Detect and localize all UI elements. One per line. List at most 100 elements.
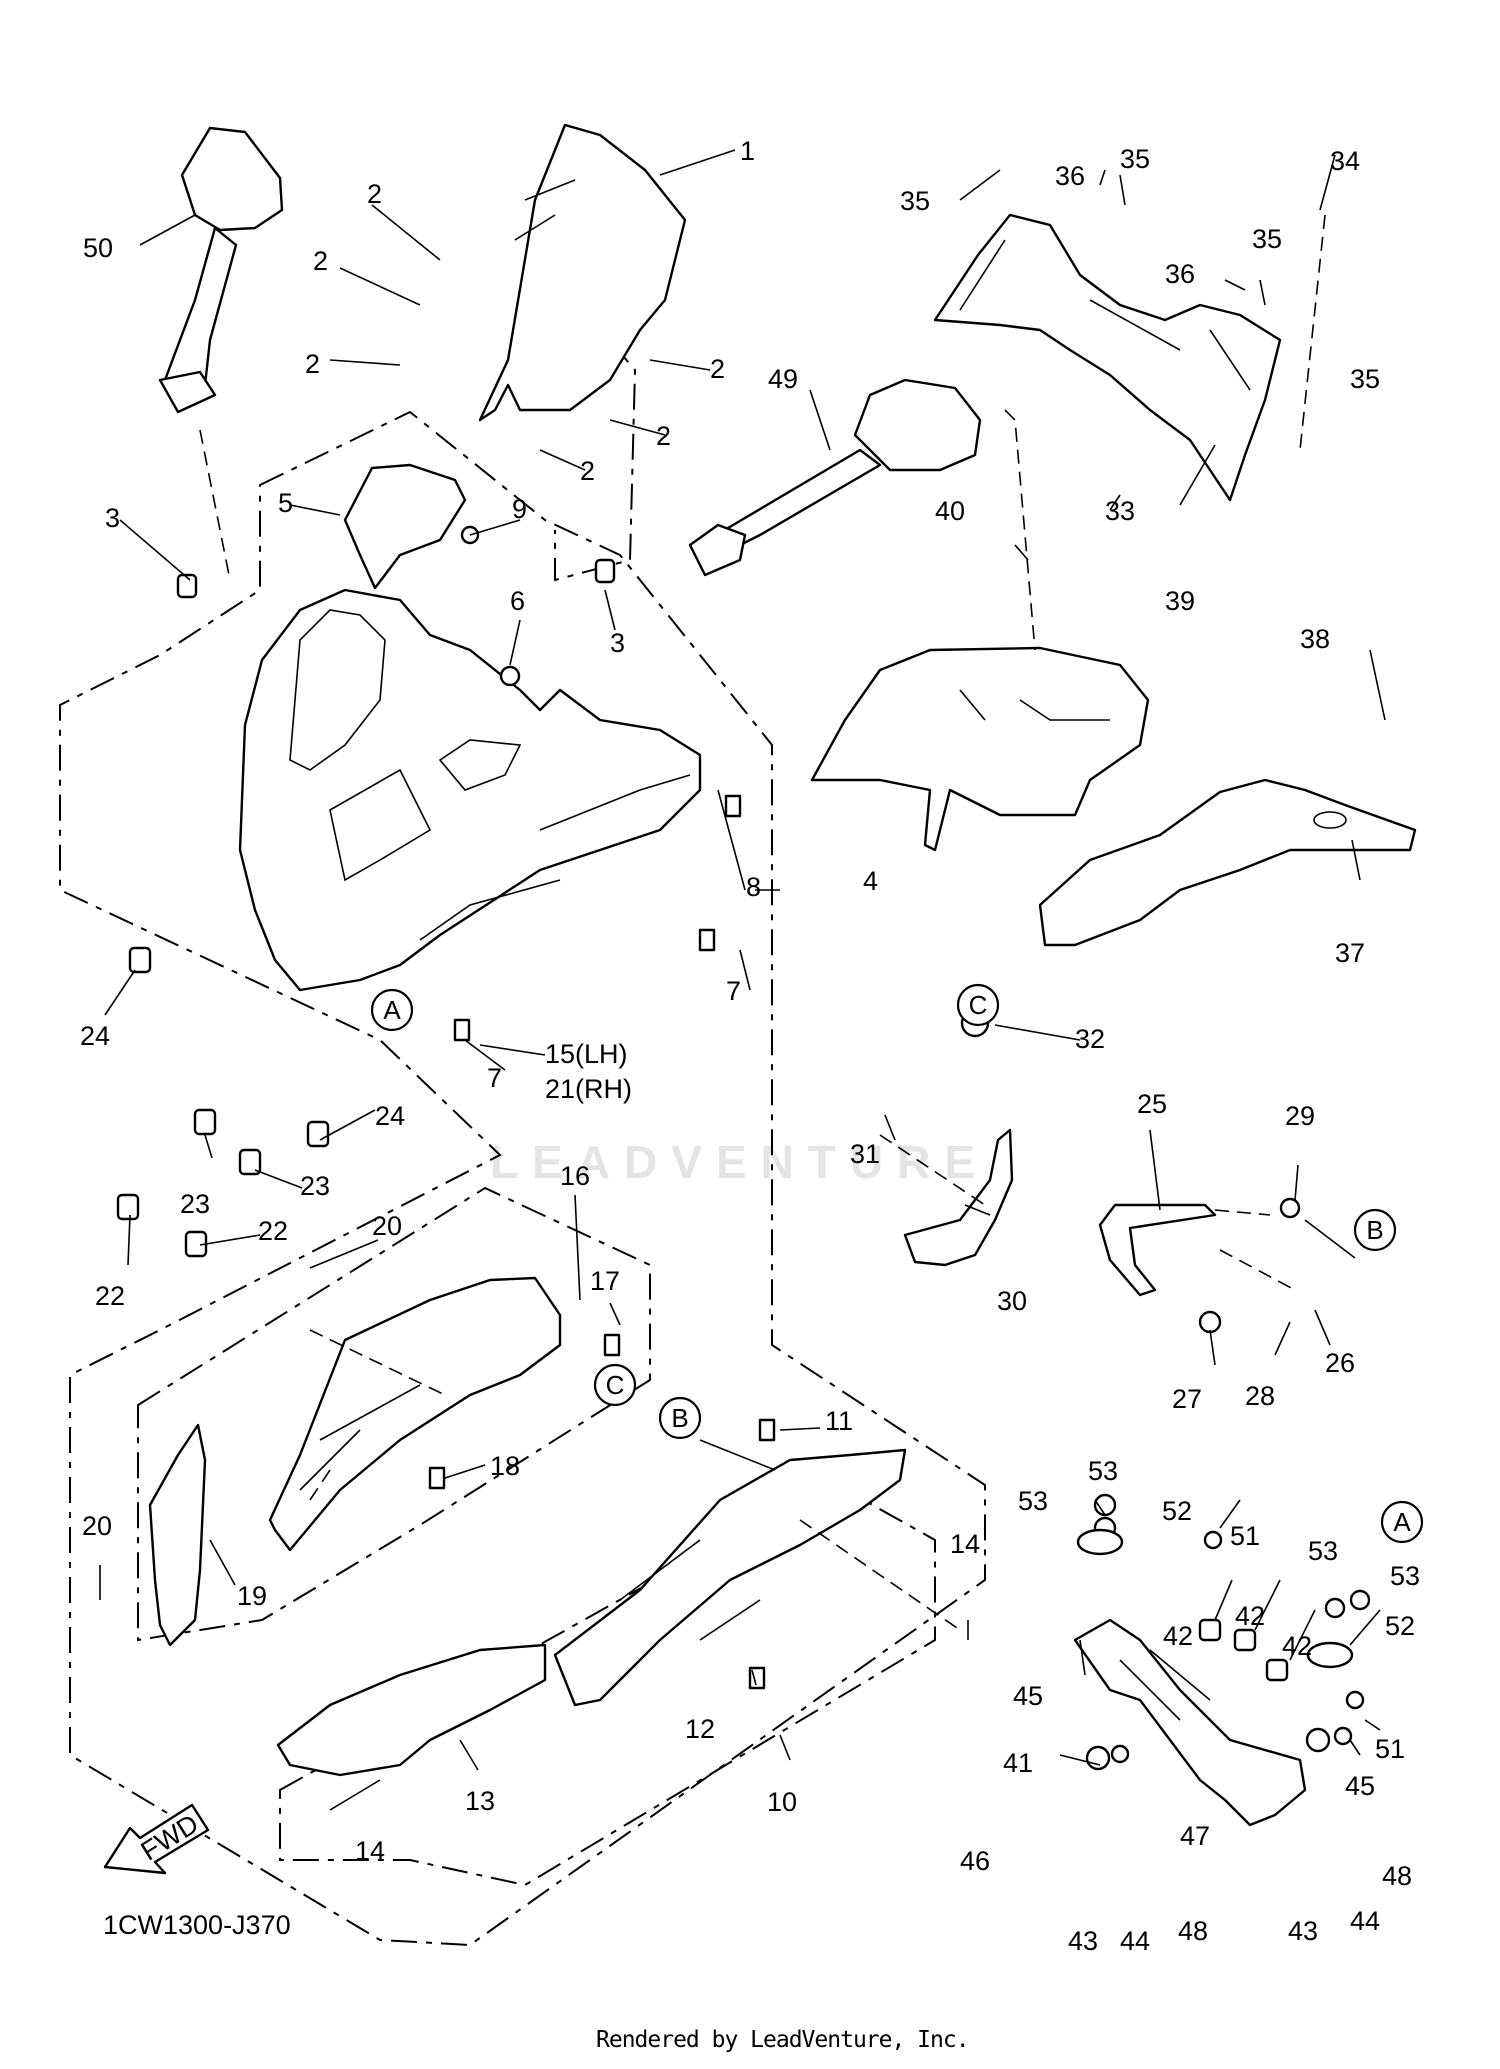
stay-bracket [903, 1128, 1014, 1267]
part-label: 16 [560, 1161, 590, 1191]
part-label: 45 [1345, 1771, 1375, 1801]
part-label: 15(LH) [545, 1039, 628, 1069]
part-label: 34 [1330, 146, 1360, 176]
part-label: 43 [1068, 1926, 1098, 1956]
part-label: 26 [1325, 1348, 1355, 1378]
diagram-code: 1CW1300-J370 [103, 1910, 291, 1940]
fwd-arrow-icon: FWD [103, 1803, 210, 1875]
part-label: 2 [305, 349, 320, 379]
part-label: 42 [1282, 1631, 1312, 1661]
part-label: 11 [825, 1406, 853, 1436]
assembly-boundary-under-cover [279, 1468, 936, 1887]
part-label: 35 [900, 186, 930, 216]
part-label: 48 [1382, 1861, 1412, 1891]
part-label: 14 [950, 1529, 980, 1559]
part-label: 8 [746, 872, 761, 902]
part-label: 38 [1300, 624, 1330, 654]
part-label: 4 [863, 866, 878, 896]
part-label: 49 [768, 364, 798, 394]
part-label: 42 [1163, 1621, 1193, 1651]
assembly-boundary-cowling [59, 410, 986, 1947]
part-label: 3 [105, 503, 120, 533]
part-label: 53 [1308, 1536, 1338, 1566]
meter-bracket [933, 213, 1282, 502]
part-label: 32 [1075, 1024, 1105, 1054]
part-label: 42 [1235, 1601, 1265, 1631]
leader-lines [99, 149, 1386, 1811]
svg-text:B: B [1366, 1215, 1383, 1245]
part-label: 24 [80, 1021, 110, 1051]
lower-panel [276, 1643, 547, 1777]
part-label: 9 [512, 494, 527, 524]
main-stay [1073, 1618, 1307, 1827]
callout-a-lower: A [1380, 1500, 1424, 1544]
part-label: 40 [935, 496, 965, 526]
part-label: 51 [1375, 1734, 1405, 1764]
front-cover [810, 646, 1150, 852]
part-label: 12 [685, 1714, 715, 1744]
side-panel-left [148, 1423, 207, 1647]
callout-c-left: C [956, 983, 1000, 1027]
part-label: 52 [1385, 1611, 1415, 1641]
part-label: 43 [1288, 1916, 1318, 1946]
stay [1098, 1203, 1217, 1297]
part-label: 24 [375, 1101, 405, 1131]
callout-b-lower: B [658, 1396, 702, 1440]
windscreen [478, 123, 687, 422]
callout-c-lower: C [593, 1363, 637, 1407]
part-label: 2 [313, 246, 328, 276]
svg-text:B: B [671, 1403, 688, 1433]
part-label: 2 [710, 354, 725, 384]
part-label: 28 [1245, 1381, 1275, 1411]
part-label: 23 [300, 1171, 330, 1201]
part-label: 27 [1172, 1384, 1202, 1414]
part-label: 2 [656, 421, 671, 451]
svg-text:A: A [383, 995, 401, 1025]
part-label: 20 [372, 1211, 402, 1241]
render-credit: Rendered by LeadVenture, Inc. [596, 2027, 970, 2053]
part-label: 7 [487, 1063, 502, 1093]
svg-text:C: C [969, 990, 988, 1020]
assembly-dashed-leaders [199, 214, 1326, 1631]
part-label: 6 [510, 586, 525, 616]
part-label: 47 [1180, 1821, 1210, 1851]
under-cover [553, 1448, 907, 1707]
part-label: 44 [1350, 1906, 1380, 1936]
part-label: 25 [1137, 1089, 1167, 1119]
part-label: 29 [1285, 1101, 1315, 1131]
part-label: 45 [1013, 1681, 1043, 1711]
part-label: 33 [1105, 496, 1135, 526]
part-label: 48 [1178, 1916, 1208, 1946]
callout-b-right: B [1353, 1208, 1397, 1252]
right-mirror [688, 378, 982, 577]
upper-cowling [238, 588, 702, 992]
part-label: 13 [465, 1786, 495, 1816]
part-label: 2 [580, 456, 595, 486]
part-label: 10 [767, 1787, 797, 1817]
part-label: 44 [1120, 1926, 1150, 1956]
part-label: 31 [850, 1139, 880, 1169]
part-label: 50 [83, 233, 113, 263]
assembly-boundary-side-cover [137, 1186, 651, 1642]
part-label: 14 [355, 1836, 385, 1866]
svg-text:C: C [606, 1370, 625, 1400]
part-label: 17 [590, 1266, 620, 1296]
small-hardware [116, 525, 1371, 1771]
left-mirror [158, 126, 284, 414]
inner-panel [343, 463, 467, 590]
part-label: 19 [237, 1581, 267, 1611]
part-label: 35 [1120, 144, 1150, 174]
part-label: 23 [180, 1189, 210, 1219]
svg-text:A: A [1393, 1507, 1411, 1537]
part-label: 5 [278, 488, 293, 518]
part-label: 21(RH) [545, 1074, 632, 1104]
part-label: 51 [1230, 1521, 1260, 1551]
part-label: 22 [95, 1281, 125, 1311]
part-label: 37 [1335, 938, 1365, 968]
part-label: 53 [1088, 1456, 1118, 1486]
part-label: 2 [367, 179, 382, 209]
part-label: 41 [1003, 1748, 1033, 1778]
part-label: 20 [82, 1511, 112, 1541]
part-label: 53 [1018, 1486, 1048, 1516]
